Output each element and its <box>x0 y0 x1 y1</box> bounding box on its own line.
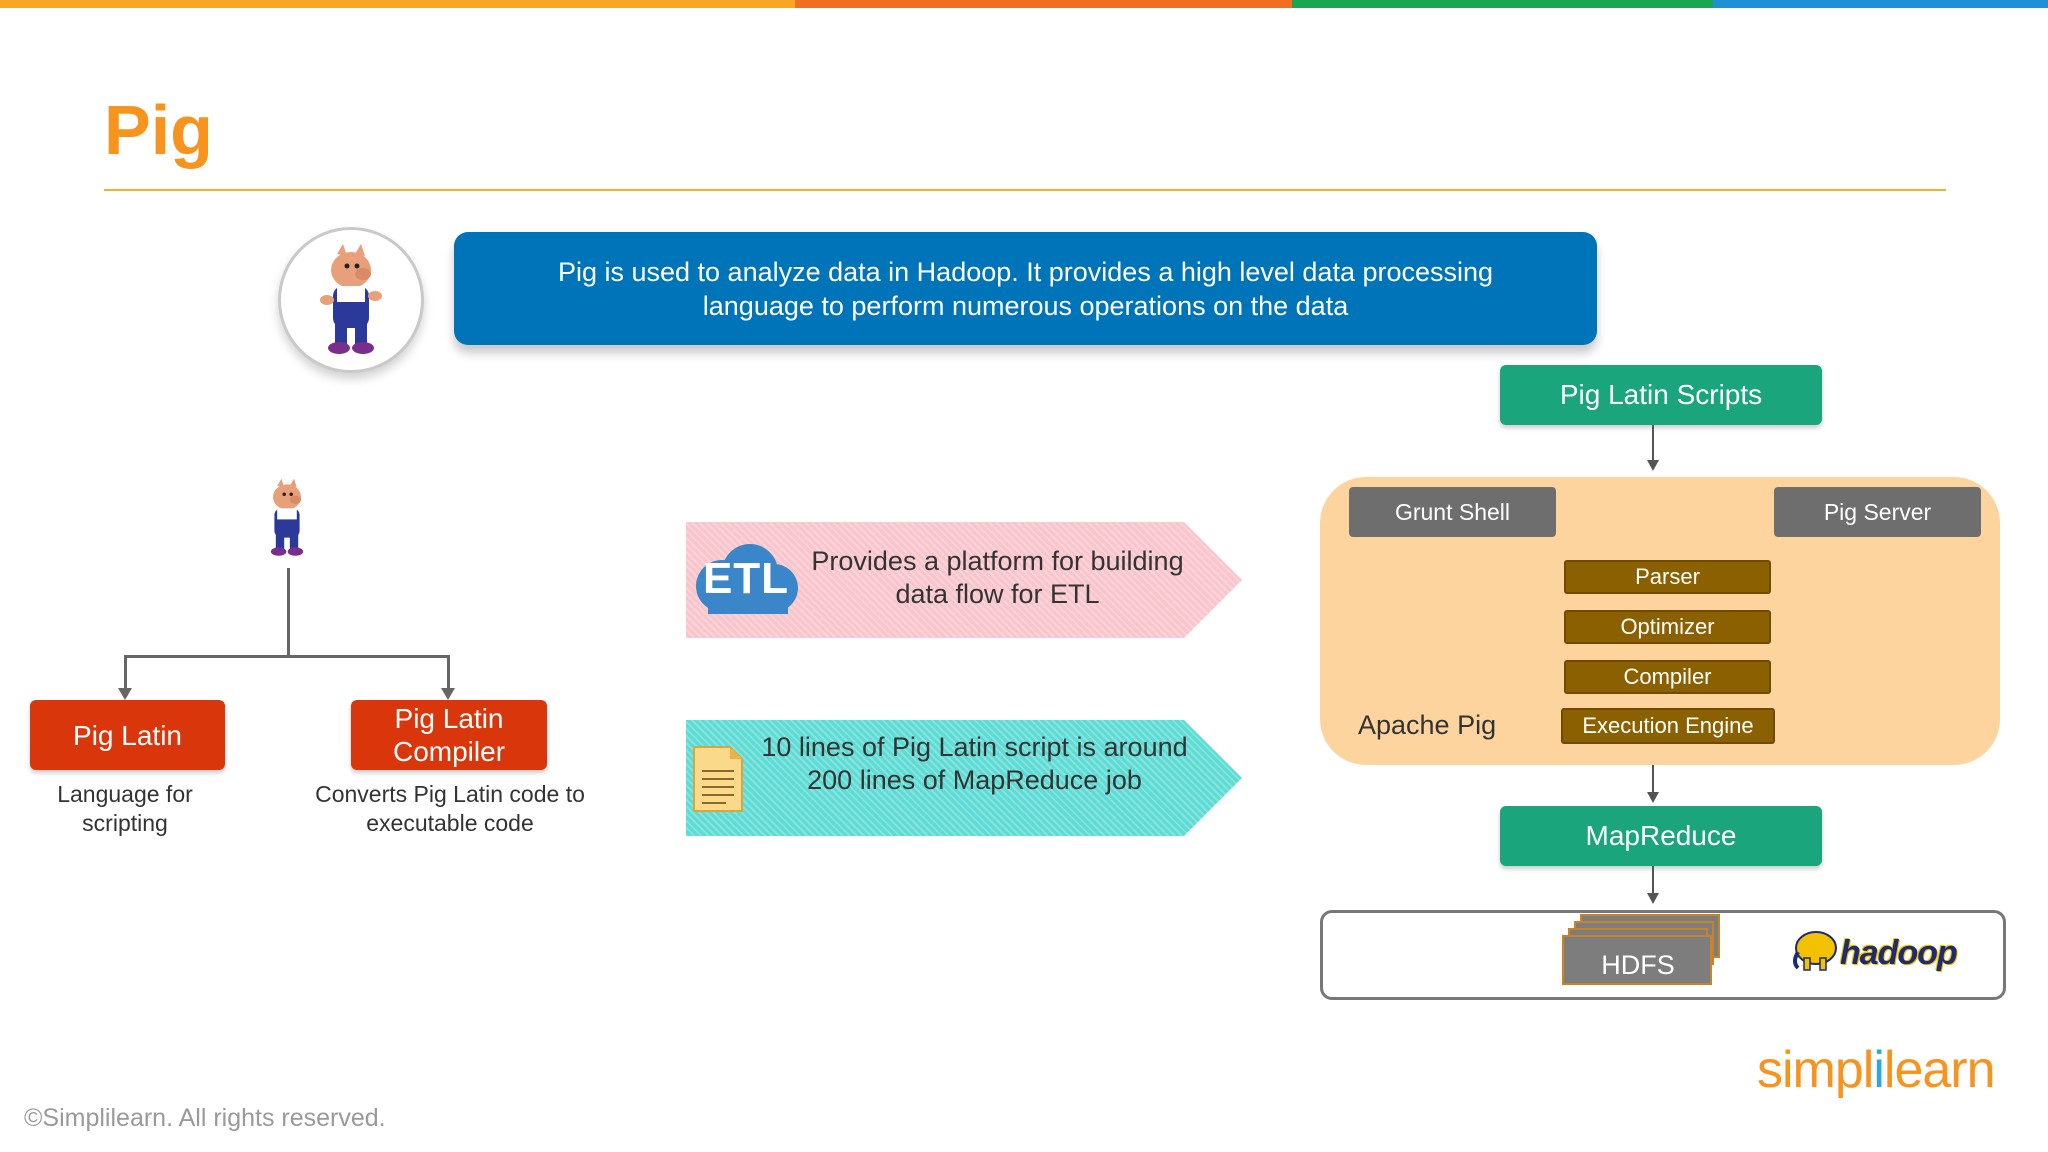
top-bar-segment-green <box>1292 0 1713 8</box>
etl-line-2: data flow for ETL <box>895 579 1100 609</box>
tree-right-stem <box>447 655 450 691</box>
top-color-bar <box>0 0 2048 8</box>
etl-banner-text: Provides a platform for building data fl… <box>800 545 1195 611</box>
top-bar-segment-orange <box>0 0 795 8</box>
hadoop-logo: hadoop <box>1840 934 1958 972</box>
arrow-scripts-to-apache-line <box>1652 425 1654 461</box>
execution-engine-box: Execution Engine <box>1561 708 1775 744</box>
hdfs-front-layer <box>1562 935 1712 985</box>
intro-line-2: language to perform numerous operations … <box>702 290 1349 321</box>
brand-part-3: learn <box>1883 1041 1996 1099</box>
compiler-box: Compiler <box>1564 660 1771 694</box>
pig-latin-scripts-box: Pig Latin Scripts <box>1500 365 1822 425</box>
optimizer-box: Optimizer <box>1564 610 1771 644</box>
lines-line-1: 10 lines of Pig Latin script is around <box>761 732 1188 762</box>
pig-latin-caption-line-1: Language for <box>57 781 193 807</box>
etl-icon-label: ETL <box>702 554 790 603</box>
arrow-to-pig-latin <box>118 688 132 700</box>
compiler-label-line-2: Compiler <box>392 736 506 767</box>
etl-line-1: Provides a platform for building <box>811 546 1184 576</box>
simplilearn-logo: simplilearn <box>1757 1040 1996 1100</box>
top-bar-segment-blue <box>1713 0 2048 8</box>
pig-small-icon <box>270 478 304 556</box>
tree-trunk-line <box>287 568 290 658</box>
pig-mascot-icon <box>320 244 382 354</box>
lines-comparison-banner <box>686 720 1242 836</box>
intro-line-1: Pig is used to analyze data in Hadoop. I… <box>557 256 1494 287</box>
intro-description-box: Pig is used to analyze data in Hadoop. I… <box>454 232 1597 345</box>
hadoop-elephant-icon <box>1790 928 1838 972</box>
brand-part-1: simpl <box>1757 1041 1874 1099</box>
compiler-caption-line-2: executable code <box>366 810 534 836</box>
tree-left-stem <box>124 655 127 691</box>
pig-latin-compiler-box: Pig Latin Compiler <box>351 700 547 770</box>
lines-line-2: 200 lines of MapReduce job <box>807 765 1142 795</box>
hdfs-label: HDFS <box>1601 950 1675 980</box>
arrow-apache-to-mapreduce-head <box>1647 792 1659 803</box>
mapreduce-box: MapReduce <box>1500 806 1822 866</box>
arrow-scripts-to-apache-head <box>1647 460 1659 471</box>
arrow-apache-to-mapreduce-line <box>1652 765 1654 793</box>
slide-title: Pig <box>104 91 213 169</box>
pig-latin-caption-line-2: scripting <box>82 810 168 836</box>
document-icon <box>692 745 744 813</box>
tree-branch-line <box>124 655 450 658</box>
apache-pig-label: Apache Pig <box>1358 710 1497 740</box>
arrow-mapreduce-to-hdfs-line <box>1652 866 1654 894</box>
pig-latin-box: Pig Latin <box>30 700 225 770</box>
copyright-notice: ©Simplilearn. All rights reserved. <box>24 1104 386 1132</box>
pig-latin-caption: Language for scripting <box>20 780 230 838</box>
etl-cloud-icon: ETL <box>692 540 800 620</box>
arrow-mapreduce-to-hdfs-head <box>1647 893 1659 904</box>
compiler-label-line-1: Pig Latin <box>394 703 504 734</box>
lines-banner-text: 10 lines of Pig Latin script is around 2… <box>752 731 1197 797</box>
grunt-shell-box: Grunt Shell <box>1349 487 1556 537</box>
pig-mascot-circle <box>278 227 424 373</box>
top-bar-segment-red-orange <box>795 0 1292 8</box>
parser-box: Parser <box>1564 560 1771 594</box>
compiler-caption: Converts Pig Latin code to executable co… <box>290 780 610 838</box>
brand-part-2: i <box>1873 1041 1885 1099</box>
compiler-caption-line-1: Converts Pig Latin code to <box>315 781 585 807</box>
pig-server-box: Pig Server <box>1774 487 1981 537</box>
title-underline <box>104 189 1946 191</box>
arrow-to-compiler <box>441 688 455 700</box>
pig-latin-label: Pig Latin <box>73 719 182 751</box>
